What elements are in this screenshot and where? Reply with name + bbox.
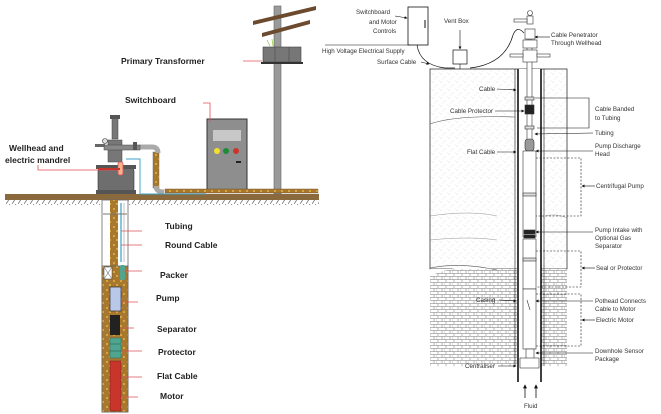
label-vent-box: Vent Box [444, 18, 470, 25]
switchboard-leader [203, 102, 211, 122]
surface-cable [416, 44, 455, 69]
label-cable-penetrator-line2: Through Wellhead [551, 40, 602, 47]
label-cable-banded-line2: to Tubing [595, 115, 621, 122]
label-sensor-line1: Downhole Sensor [595, 348, 644, 355]
indicator-light-red [233, 148, 239, 154]
label-electric-motor: Electric Motor [596, 317, 634, 324]
label-cable-protector: Cable Protector [450, 108, 493, 115]
label-casing: Casing [476, 297, 496, 304]
formation-boundary [430, 267, 497, 276]
right-wellhead [509, 10, 551, 63]
label-packer: Packer [160, 270, 189, 280]
left-diagram: Primary Transformer Switchboard [5, 5, 319, 413]
electric-motor-bracket [536, 293, 582, 347]
vent-box [452, 49, 468, 65]
ground-surface [5, 194, 319, 200]
packer-icon [103, 265, 125, 280]
utility-pole [253, 5, 316, 195]
label-pump-discharge-line1: Pump Discharge [595, 143, 641, 150]
vertical-flowline [152, 151, 160, 189]
label-primary-transformer: Primary Transformer [121, 56, 205, 66]
label-pothead-line2: Cable to Motor [595, 306, 636, 313]
label-pump-intake-line3: Separator [595, 243, 622, 250]
formation-lower [430, 269, 567, 366]
label-round-cable: Round Cable [165, 240, 218, 250]
primary-transformer-icon [261, 38, 303, 64]
label-wellhead-line2: electric mandrel [5, 155, 70, 165]
label-surface-cable: Surface Cable [377, 59, 417, 66]
label-switchboard: Switchboard [125, 95, 176, 105]
pump-string [519, 39, 540, 369]
label-switchboard-line2: and Motor [369, 19, 397, 26]
label-wellhead-line1: Wellhead and [9, 143, 64, 153]
label-cable: Cable [479, 86, 496, 93]
surface-cable-right [469, 29, 525, 69]
label-protector: Protector [158, 347, 196, 357]
label-pump: Pump [156, 293, 180, 303]
formation-upper [429, 68, 568, 270]
label-pump-discharge-line2: Head [595, 151, 610, 158]
label-switchboard-line3: Controls [373, 28, 396, 35]
label-centraliser: Centraliser [465, 363, 495, 370]
wellhead-leader [37, 165, 118, 171]
surface-power-cable [126, 158, 206, 195]
right-switchboard-box [407, 6, 429, 46]
seal-protector-bracket [536, 250, 582, 288]
label-tubing: Tubing [595, 130, 614, 137]
label-cable-banded-line1: Cable Banded [595, 106, 635, 113]
downhole-leaders [121, 230, 142, 398]
label-motor: Motor [160, 391, 184, 401]
label-flat-cable: Flat Cable [467, 149, 496, 156]
label-cable-penetrator-line1: Cable Penetrator [551, 32, 598, 39]
label-centrifugal-pump: Centrifugal Pump [596, 183, 644, 190]
wellhead [95, 115, 141, 194]
motor-icon [109, 360, 122, 412]
label-separator: Separator [157, 324, 197, 334]
protector-icon [109, 337, 122, 359]
switchboard-cabinet [206, 118, 248, 193]
label-pothead-line1: Pothead Connects [595, 298, 646, 305]
label-tubing: Tubing [165, 221, 193, 231]
label-pump-intake-line2: Optional Gas [595, 235, 631, 242]
label-high-voltage: High Voltage Electrical Supply [322, 48, 405, 55]
ground-hatch [5, 200, 319, 205]
label-pump-intake-line1: Pump Intake with [595, 227, 643, 234]
label-seal-protector: Seal or Protector [596, 265, 642, 272]
surface-flowline [164, 188, 319, 194]
label-switchboard-line1: Switchboard [356, 9, 391, 16]
indicator-light-green [223, 148, 229, 154]
separator-icon [110, 315, 120, 335]
indicator-light-yellow [214, 148, 220, 154]
flowline-elbow [140, 144, 161, 154]
pump-icon [109, 286, 122, 312]
right-diagram: Fluid Switchboard and Motor Controls Hig… [322, 6, 646, 410]
label-fluid: Fluid [524, 403, 538, 410]
label-flat-cable: Flat Cable [157, 371, 198, 381]
label-sensor-line2: Package [595, 356, 620, 363]
centrifugal-pump-bracket [536, 157, 582, 217]
cable-banded-bracket [535, 97, 590, 129]
